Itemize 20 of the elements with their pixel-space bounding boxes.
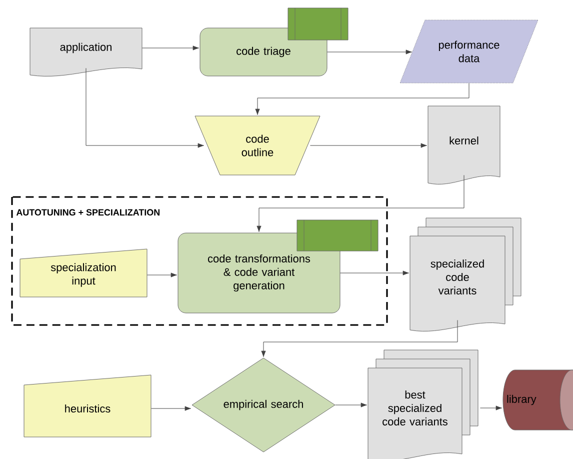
document-stack: best specialized code variants (368, 350, 478, 459)
arrow (255, 82, 470, 115)
arrow (480, 406, 502, 410)
arrow (86, 68, 204, 148)
process-box: code transformations & code variant generation (178, 232, 340, 314)
arrow (310, 143, 427, 148)
arrow (142, 46, 199, 50)
document-stack: specialized code variants (410, 218, 522, 332)
arrow (261, 320, 458, 357)
tool-tag (296, 220, 378, 252)
arrow (334, 402, 367, 408)
storage-cylinder: library (502, 370, 573, 430)
arrow (256, 174, 464, 232)
arrow (340, 270, 409, 276)
tool-tag (288, 8, 348, 40)
arrow (150, 406, 191, 411)
process-box: code triage (200, 28, 328, 76)
data-parallelogram: performance data (400, 20, 538, 84)
arrow (326, 50, 412, 54)
arrow (146, 272, 177, 278)
